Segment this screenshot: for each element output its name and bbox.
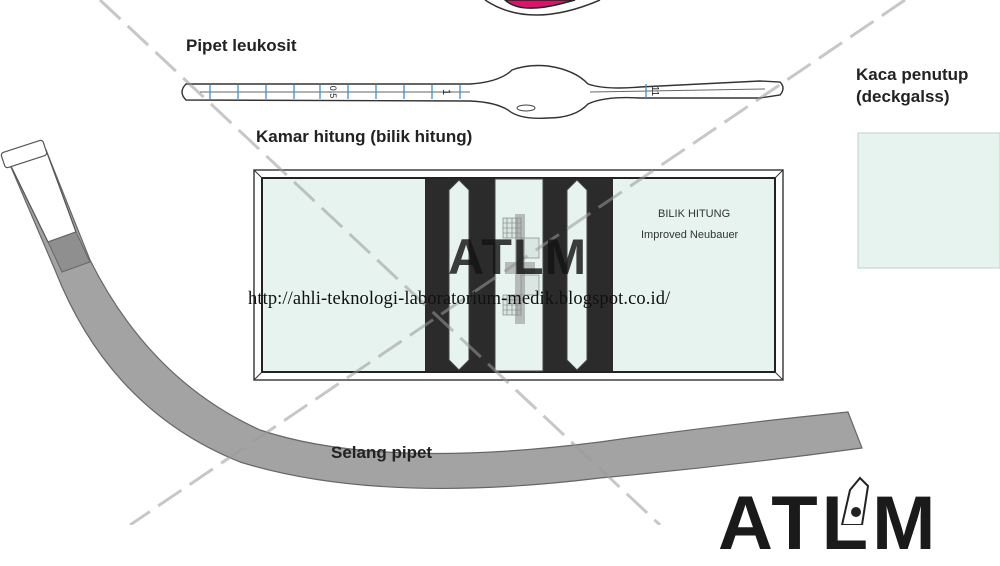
cover-glass [857,132,1000,269]
watermark-brand: ATLM [448,229,588,285]
diagram-canvas: 0,5 1 11 [0,0,1000,525]
pink-bulb-shape [503,0,576,9]
pipette-tube [0,139,863,489]
leukocyte-pipette: 0,5 1 11 [181,64,784,120]
pipette-mark-1: 1 [440,89,452,95]
pipette-scale-ticks [209,84,647,99]
chamber-title: BILIK HITUNG [658,208,731,220]
corner-logo-text: ATLM [718,481,940,566]
watermark-url: http://ahli-teknologi-laboratorium-medik… [248,289,671,309]
label-kaca-penutup: Kaca penutup [856,65,969,84]
label-selang-pipet: Selang pipet [331,443,433,462]
counting-chamber [253,169,784,381]
corner-logo: ATLM [718,486,939,562]
pipette-mark-0-5: 0,5 [328,86,338,99]
chamber-subtitle: Improved Neubauer [641,229,739,241]
watermark-cross-mark [505,214,535,324]
label-kamar-hitung: Kamar hitung (bilik hitung) [256,127,473,146]
pipette-mark-11: 11 [649,86,660,97]
lab-flask-illustration [840,476,870,525]
label-pipet-leukosit: Pipet leukosit [186,36,297,55]
label-deckgalss: (deckgalss) [856,87,950,106]
